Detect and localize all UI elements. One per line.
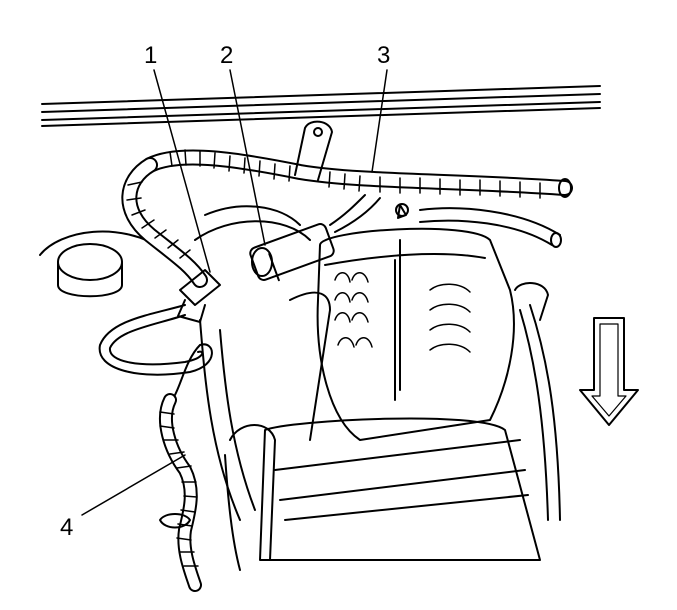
harness-bracket	[295, 122, 332, 180]
right-hose	[515, 283, 560, 520]
air-intake-duct	[225, 293, 540, 570]
callout-1: 1	[144, 42, 158, 69]
callout-4: 4	[60, 514, 74, 541]
fender-structure	[195, 206, 310, 520]
harness-clip	[178, 270, 220, 322]
generator	[318, 204, 514, 440]
down-arrow-icon	[580, 318, 638, 425]
ground-wire-loop	[100, 305, 212, 400]
leader-line-4	[82, 455, 185, 515]
cowl-edge-lines	[42, 86, 600, 126]
leader-lines	[82, 70, 387, 515]
leader-line-2	[230, 70, 265, 245]
leader-line-1	[154, 70, 210, 272]
leader-line-3	[372, 70, 387, 172]
coolant-tube	[420, 208, 561, 247]
callout-2: 2	[220, 42, 234, 69]
wiring-harness	[127, 150, 571, 280]
ground-wire-corrugated	[160, 400, 198, 585]
callout-3: 3	[377, 42, 391, 69]
generator-vents	[335, 273, 470, 352]
